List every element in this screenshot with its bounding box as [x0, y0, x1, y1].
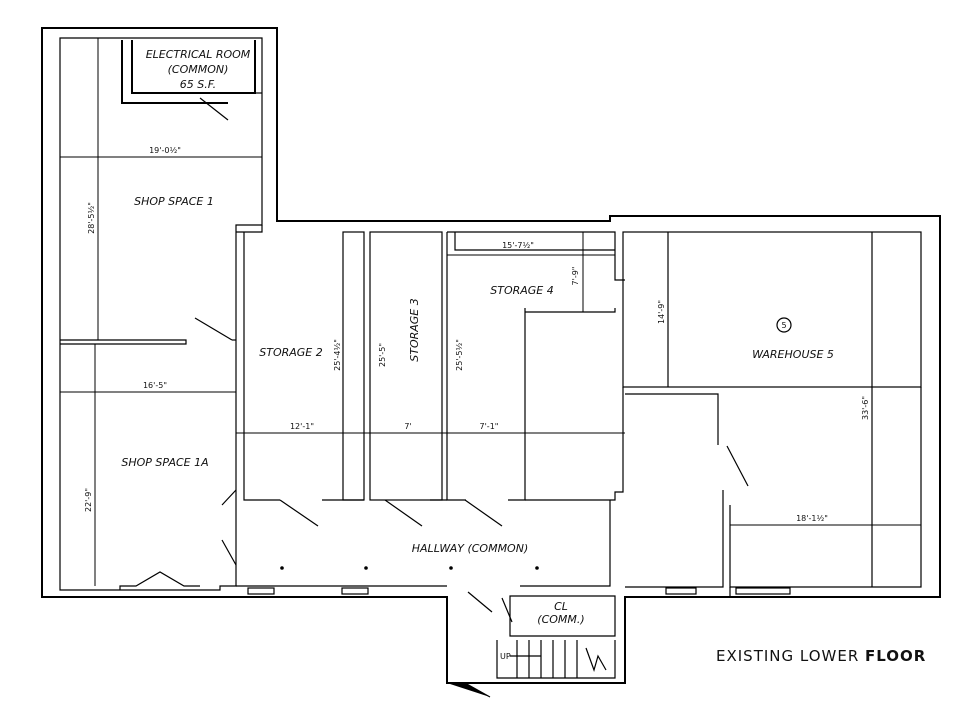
storage4-door	[464, 499, 503, 527]
shop1a-label: SHOP SPACE 1A	[121, 456, 208, 469]
electrical-label-3: 65 S.F.	[180, 78, 216, 91]
exterior-wall	[41, 27, 941, 684]
hallway-label: HALLWAY (COMMON)	[412, 542, 528, 555]
storage3-label: STORAGE 3	[408, 298, 421, 362]
shop1-door	[194, 317, 233, 341]
dim-warehouse-width: 18'-1½"	[796, 514, 828, 523]
dim-storage4-small: 7'-9"	[571, 267, 580, 286]
stair-up-label: UP	[500, 652, 511, 661]
shop1-label: SHOP SPACE 1	[134, 195, 214, 208]
electrical-door	[199, 97, 229, 121]
closet-label-2: (COMM.)	[537, 613, 584, 626]
drawing-title: EXISTING LOWER FLOOR	[716, 647, 926, 665]
dim-warehouse-depth: 33'-6"	[861, 396, 870, 420]
stair-break-line	[585, 647, 607, 672]
electrical-room-walls	[121, 40, 256, 104]
window	[665, 587, 697, 595]
window	[247, 587, 275, 595]
window	[341, 587, 369, 595]
dim-warehouse-upper: 14'-9"	[657, 300, 666, 324]
warehouse5-label: WAREHOUSE 5	[752, 348, 834, 361]
drawing-title-part1: EXISTING LOWER	[716, 647, 865, 665]
dim-storage2-width: 12'-1"	[290, 422, 314, 431]
closet-label-1: CL	[554, 600, 568, 613]
stair-outline	[496, 640, 616, 679]
dim-storage4-width: 7'-1"	[480, 422, 499, 431]
dim-shop1a-depth: 22'-9"	[84, 488, 93, 512]
drawing-title-part2: FLOOR	[865, 647, 926, 665]
dim-shop1a-width: 16'-5"	[143, 381, 167, 390]
dim-storage4-top-width: 15'-7½"	[502, 241, 534, 250]
warehouse-door	[726, 445, 749, 487]
storage4-label: STORAGE 4	[490, 284, 554, 297]
shop1a-entry	[119, 571, 200, 590]
dim-storage3-depth: 25'-5"	[378, 343, 387, 367]
entry-door	[447, 682, 491, 698]
closet-door	[501, 597, 513, 623]
storage2-door	[279, 499, 319, 527]
storage3-door	[384, 499, 423, 527]
storage3-wall	[369, 231, 443, 501]
unit-marker-number: 5	[781, 321, 786, 330]
dim-storage2-depth: 25'-4½"	[333, 339, 342, 371]
warehouse-walls	[622, 231, 922, 388]
stair-treads	[516, 640, 578, 678]
dim-storage3-width: 7'	[404, 422, 411, 431]
storage2-label: STORAGE 2	[259, 346, 323, 359]
electrical-label-1: ELECTRICAL ROOM	[146, 48, 251, 61]
closet-walls	[509, 595, 616, 637]
unit-marker-5	[776, 317, 792, 333]
dim-shop1-depth: 28'-5½"	[87, 202, 96, 234]
dim-shop1-width: 19'-0½"	[149, 146, 181, 155]
dim-storage4-depth: 25'-5½"	[455, 339, 464, 371]
electrical-label-2: (COMMON)	[168, 63, 229, 76]
window	[735, 587, 791, 595]
storage2-wall	[342, 231, 365, 501]
